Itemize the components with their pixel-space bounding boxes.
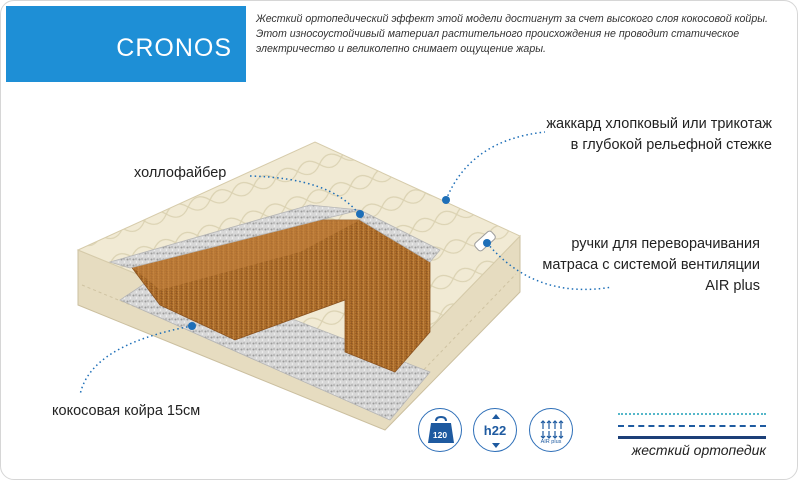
label-hollofiber-text: холлофайбер [134,165,227,181]
leader-handles [486,242,613,291]
label-coir-text: кокосовая койра 15см [52,403,201,419]
product-description: Жесткий ортопедический эффект этой модел… [256,13,768,55]
product-title: CRONOS [116,34,232,62]
label-coir: кокосовая койра 15см [52,401,200,422]
weight-badge: 120 [418,408,462,452]
label-jacquard-line1: жаккард хлопковый или трикотаж [546,116,772,132]
title-box: CRONOS [6,6,246,82]
leader-hollofiber [249,175,359,214]
label-handles-line2: матраса с системой вентиляции [542,257,760,273]
ventilation-icon [540,420,564,439]
air-label: AIR plus [540,439,562,445]
weight-value: 120 [432,430,448,440]
leader-coir [79,325,193,396]
height-arrows-icon [492,414,500,448]
label-jacquard: жаккард хлопковый или трикотаж в глубоко… [512,114,772,156]
dot-coir [188,322,196,330]
height-value: h22 [483,423,507,438]
dot-hollofiber [356,210,364,218]
legend-line-dashed [618,425,766,427]
label-handles-line1: ручки для переворачивания [571,236,760,252]
leader-jacquard [445,131,546,201]
label-hollofiber: холлофайбер [134,163,226,184]
height-badge: h22 [473,408,517,452]
firmness-label: жесткий ортопедик [631,442,766,458]
dot-jacquard [442,196,450,204]
label-handles-line3: AIR plus [705,278,760,294]
legend-line-dotted [618,413,766,415]
label-handles: ручки для переворачивания матраса с сист… [500,234,760,297]
dot-handles [483,239,491,247]
air-badge: AIR plus [529,408,573,452]
legend-line-solid [618,436,766,439]
weight-icon [428,415,454,443]
foam-top-layer [108,204,361,269]
firmness-legend: жесткий ортопедик [618,408,768,468]
label-jacquard-line2: в глубокой рельефной стежке [570,137,772,153]
